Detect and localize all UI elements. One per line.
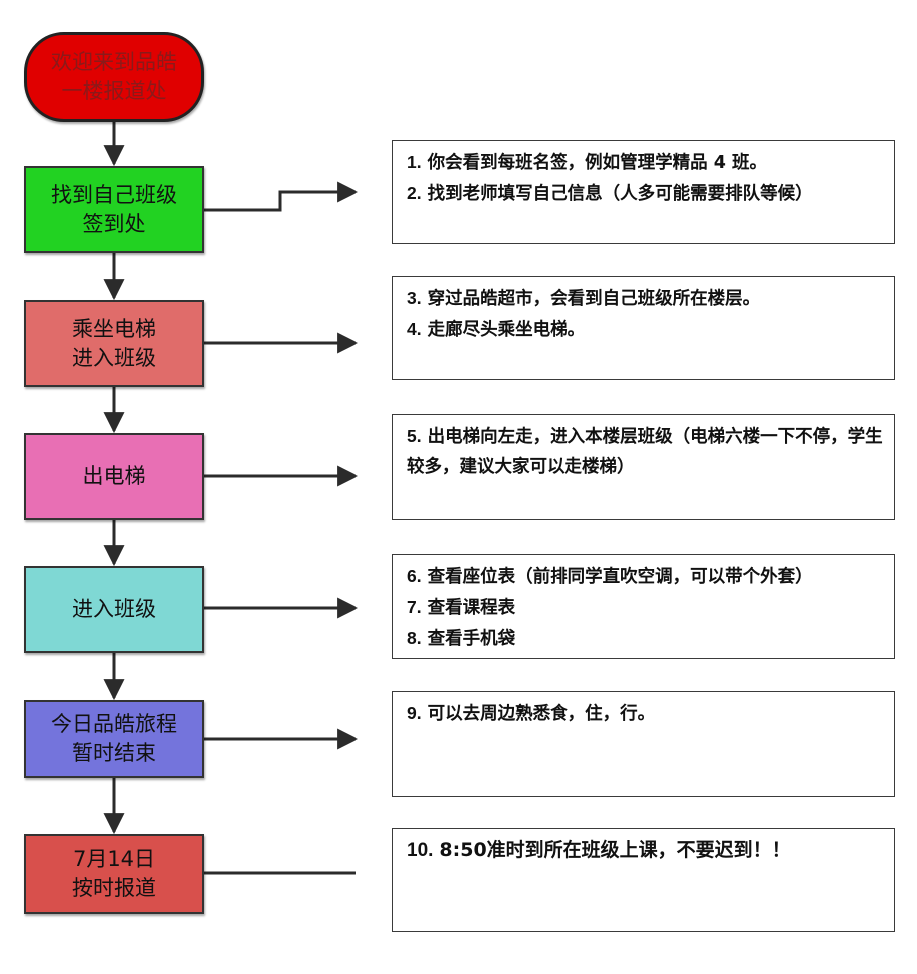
- step-enter-class: 进入班级: [24, 566, 204, 653]
- step-find-class-label: 找到自己班级 签到处: [51, 182, 177, 236]
- right-arrow: [204, 181, 359, 212]
- note-number: 3.: [407, 288, 422, 308]
- note-line: 9.可以去周边熟悉食，住，行。: [407, 698, 884, 729]
- step-report-date: 7月14日 按时报道: [24, 834, 204, 914]
- step-journey-end-label: 今日品皓旅程 暂时结束: [51, 712, 177, 765]
- note-number: 7.: [407, 597, 422, 617]
- horizontal-arrows: [204, 181, 359, 875]
- note-text: 出电梯向左走，进入本楼层班级（电梯六楼一下不停，学生较多，建议大家可以走楼梯）: [407, 427, 883, 477]
- note-text: 找到老师填写自己信息（人多可能需要排队等候）: [427, 184, 813, 204]
- note-text: 穿过品皓超市，会看到自己班级所在楼层。: [427, 289, 761, 309]
- note-number: 8.: [407, 628, 422, 648]
- note-exit-elevator: 5.出电梯向左走，进入本楼层班级（电梯六楼一下不停，学生较多，建议大家可以走楼梯…: [392, 414, 895, 520]
- step-welcome-label: 欢迎来到品皓 一楼报道处: [51, 50, 177, 103]
- note-number: 1.: [407, 152, 422, 172]
- note-line: 8.查看手机袋: [407, 623, 884, 654]
- note-number: 10.: [407, 840, 434, 861]
- step-enter-class-label: 进入班级: [72, 597, 156, 621]
- note-line: 7.查看课程表: [407, 592, 884, 623]
- note-class-time: 10.8:50准时到所在班级上课，不要迟到！！: [392, 828, 895, 932]
- note-line: 6.查看座位表（前排同学直吹空调，可以带个外套）: [407, 561, 884, 592]
- note-number: 5.: [407, 426, 422, 446]
- step-take-elevator: 乘坐电梯 进入班级: [24, 300, 204, 387]
- note-text: 走廊尽头乘坐电梯。: [427, 320, 586, 340]
- step-welcome: 欢迎来到品皓 一楼报道处: [24, 32, 204, 122]
- note-line: 3.穿过品皓超市，会看到自己班级所在楼层。: [407, 283, 884, 314]
- note-elevator: 3.穿过品皓超市，会看到自己班级所在楼层。 4.走廊尽头乘坐电梯。: [392, 276, 895, 380]
- note-number: 9.: [407, 703, 422, 723]
- note-number: 6.: [407, 566, 422, 586]
- note-line: 10.8:50准时到所在班级上课，不要迟到！！: [407, 835, 884, 866]
- note-text: 8:50准时到所在班级上课，不要迟到！！: [439, 839, 791, 861]
- step-report-date-label: 7月14日 按时报道: [72, 847, 156, 900]
- note-text: 查看手机袋: [427, 629, 516, 649]
- step-find-class: 找到自己班级 签到处: [24, 166, 204, 253]
- note-sign-in: 1.你会看到每班名签，例如管理学精品 4 班。 2.找到老师填写自己信息（人多可…: [392, 140, 895, 244]
- step-exit-elevator-label: 出电梯: [82, 464, 146, 488]
- note-number: 2.: [407, 183, 422, 203]
- note-text: 可以去周边熟悉食，住，行。: [427, 704, 656, 724]
- note-explore: 9.可以去周边熟悉食，住，行。: [392, 691, 895, 797]
- step-exit-elevator: 出电梯: [24, 433, 204, 520]
- note-text: 你会看到每班名签，例如管理学精品 4 班。: [427, 153, 767, 173]
- note-line: 1.你会看到每班名签，例如管理学精品 4 班。: [407, 147, 884, 178]
- step-journey-end: 今日品皓旅程 暂时结束: [24, 700, 204, 778]
- note-line: 4.走廊尽头乘坐电梯。: [407, 314, 884, 345]
- note-classroom: 6.查看座位表（前排同学直吹空调，可以带个外套） 7.查看课程表 8.查看手机袋: [392, 554, 895, 659]
- note-line: 5.出电梯向左走，进入本楼层班级（电梯六楼一下不停，学生较多，建议大家可以走楼梯…: [407, 421, 884, 482]
- note-line: 2.找到老师填写自己信息（人多可能需要排队等候）: [407, 178, 884, 209]
- note-text: 查看课程表: [427, 598, 516, 618]
- step-take-elevator-label: 乘坐电梯 进入班级: [72, 316, 156, 370]
- note-number: 4.: [407, 319, 422, 339]
- note-text: 查看座位表（前排同学直吹空调，可以带个外套）: [427, 567, 813, 587]
